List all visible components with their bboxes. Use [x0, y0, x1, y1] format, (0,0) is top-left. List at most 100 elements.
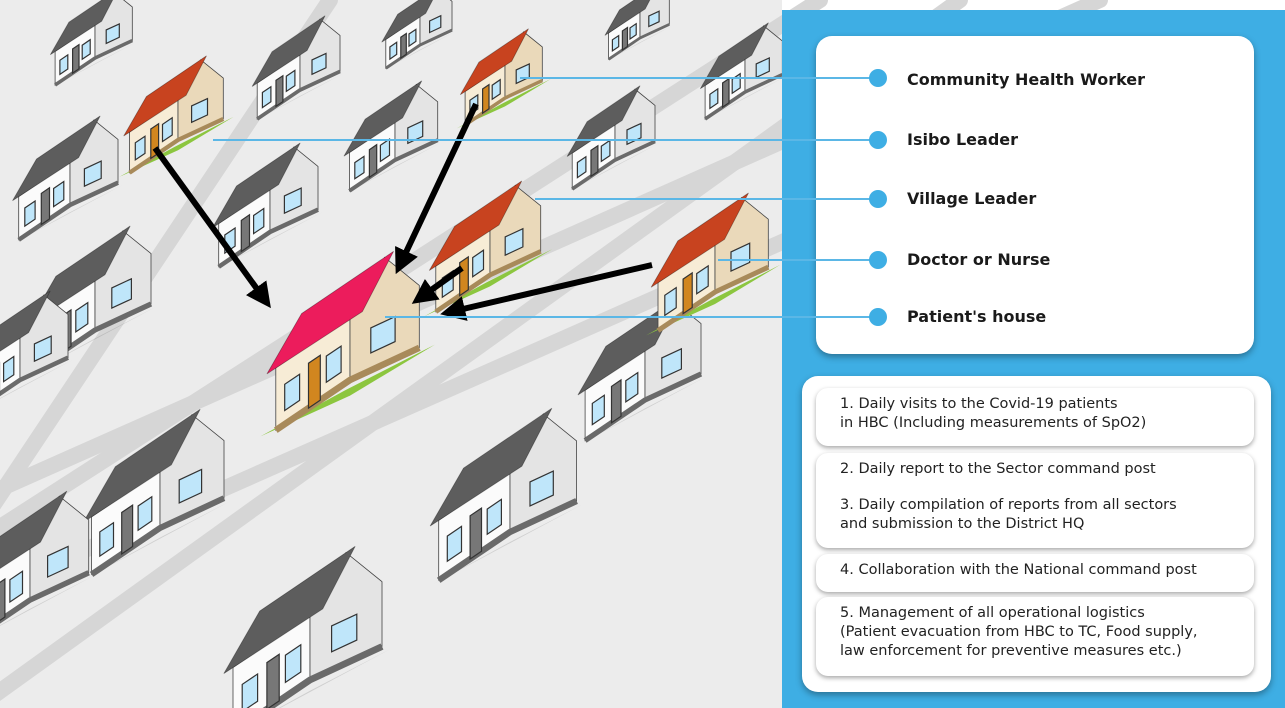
step-2-text: 2. Daily report to the Sector command po… — [840, 461, 1156, 477]
window — [625, 371, 639, 404]
house — [566, 85, 660, 192]
house — [223, 545, 391, 708]
foundation — [273, 344, 421, 433]
window — [284, 373, 301, 412]
visit-arrows — [152, 102, 653, 321]
roof — [49, 0, 114, 56]
window — [472, 249, 485, 278]
window — [696, 264, 709, 295]
window — [191, 97, 209, 124]
house — [604, 0, 673, 62]
window — [75, 301, 89, 334]
house — [119, 55, 234, 177]
window — [661, 347, 683, 380]
window — [283, 187, 302, 215]
house — [260, 250, 435, 437]
house — [0, 490, 96, 626]
foundation — [256, 69, 341, 121]
house — [212, 142, 324, 271]
foundation — [607, 23, 670, 61]
step-1-text: 1. Daily visits to the Covid-19 patients… — [840, 396, 1147, 431]
house — [646, 192, 781, 336]
window — [648, 10, 660, 28]
house — [0, 290, 74, 399]
door — [721, 77, 730, 109]
window — [486, 498, 502, 536]
foundation — [464, 79, 544, 127]
foundation — [89, 495, 226, 577]
window — [730, 242, 751, 273]
window — [52, 180, 65, 208]
window — [331, 613, 358, 653]
roof — [266, 250, 394, 375]
legend-label-village-leader: Village Leader — [907, 189, 1037, 208]
window — [284, 643, 302, 684]
shadow — [252, 72, 345, 122]
foundation — [0, 355, 69, 397]
step-3-text: 3. Daily compilation of reports from all… — [840, 497, 1177, 532]
house — [343, 80, 443, 195]
window — [178, 468, 203, 504]
door — [469, 506, 483, 561]
window — [354, 155, 365, 180]
roof — [0, 490, 68, 569]
window — [2, 355, 15, 383]
window — [529, 470, 554, 507]
foundation — [128, 116, 225, 175]
door — [240, 213, 251, 253]
roof — [650, 192, 749, 288]
house — [381, 0, 456, 71]
foundation — [54, 39, 134, 87]
window — [407, 120, 424, 145]
shadow — [278, 649, 391, 708]
house — [251, 15, 345, 122]
roof — [251, 15, 326, 87]
foundation — [262, 643, 384, 708]
shadow — [344, 141, 443, 195]
shadow — [84, 500, 232, 580]
door — [621, 26, 629, 52]
legend-label-patients-house: Patient's house — [907, 307, 1047, 326]
window — [491, 78, 501, 101]
window — [389, 41, 398, 61]
window — [408, 28, 417, 48]
window — [311, 52, 327, 76]
shadow — [28, 306, 158, 375]
window — [253, 207, 265, 235]
window — [241, 672, 259, 708]
shadow — [578, 376, 708, 445]
window — [664, 286, 677, 317]
roof — [381, 0, 434, 43]
shadow — [605, 25, 673, 62]
window — [429, 14, 442, 34]
roof — [12, 115, 101, 202]
window — [111, 277, 132, 310]
window — [24, 199, 36, 228]
window — [611, 34, 620, 53]
door — [459, 255, 469, 297]
foundation — [436, 498, 578, 583]
roof — [699, 22, 769, 90]
window — [9, 570, 24, 604]
roof — [459, 28, 529, 96]
village-houses — [0, 0, 787, 708]
door — [0, 577, 6, 622]
shadow — [431, 503, 585, 586]
foundation — [0, 570, 90, 624]
roof — [566, 85, 641, 157]
door — [121, 503, 134, 556]
house — [82, 408, 232, 580]
shadow — [382, 31, 456, 71]
house — [49, 0, 137, 88]
roof — [223, 545, 356, 674]
door — [275, 74, 284, 108]
window — [137, 495, 153, 532]
arrow — [411, 265, 464, 304]
window — [59, 53, 69, 76]
window — [46, 545, 69, 578]
legend-label-community-health-worker: Community Health Worker — [907, 70, 1146, 89]
door — [400, 32, 407, 60]
shadow — [700, 76, 787, 122]
legend-card — [816, 36, 1254, 354]
house — [12, 115, 124, 244]
